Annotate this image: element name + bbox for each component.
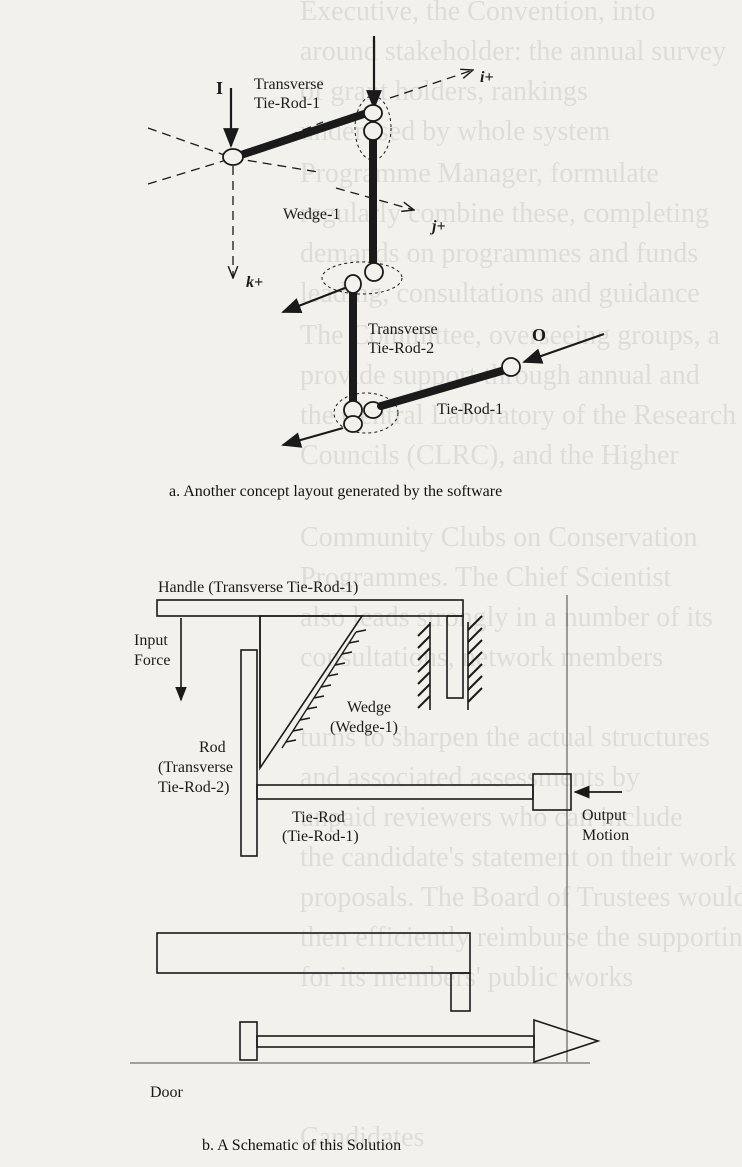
bleed-through-line: for its members' public works [300,962,634,993]
dashed-axis [147,127,234,159]
label-handle: Handle (Transverse Tie-Rod-1) [158,579,358,596]
joint [344,274,362,294]
label-transverse-tie-rod-1-line1: Transverse [254,76,324,93]
label-axis-j: j+ [429,218,446,235]
joint [364,262,384,282]
label-tie-rod-1: Tie-Rod-1 [437,401,503,418]
joint [363,104,383,122]
figure-a: I O Transverse Tie-Rod-1 Wedge-1 Transve… [147,36,605,448]
joint-highlight [354,95,392,161]
figure-b-door-schematic: Door [130,932,601,1101]
label-output-motion-line1: Output [582,807,627,824]
j-axis-arrow [335,187,414,210]
joint-highlight [321,261,403,295]
bleed-through-line: Councils (CLRC), and the Higher [300,440,679,471]
bleed-through-line: Candidates [300,1122,425,1153]
vertical-rod [240,649,258,857]
bleed-through-line: the candidate's statement on their work [300,842,737,873]
label-rod-line2: (Transverse [158,759,233,776]
bleed-through-line: then efficiently reimburse the supportin… [300,922,742,953]
output-force-arrow [522,332,605,364]
bleed-through-line: Executive, the Convention, into [300,0,656,27]
door-rod [239,1021,258,1061]
label-output-motion-line2: Motion [582,827,629,844]
figure-a-caption: a. Another concept layout generated by t… [169,483,503,500]
label-transverse-tie-rod-1-line2: Tie-Rod-1 [254,95,320,112]
bleed-through-line: The Committee, overseeing groups, a [300,320,720,351]
bleed-through-line: Programme Manager, formulate [300,158,659,189]
label-wedge-line1: Wedge [347,699,391,716]
tie-rod-1-bar [377,366,509,410]
label-wedge-line2: (Wedge-1) [330,719,398,736]
wedge-slope [281,631,357,749]
label-input-force-line2: Force [134,652,170,669]
figure-b-schematic: Handle (Transverse Tie-Rod-1) Input Forc… [134,579,629,1062]
label-input: I [216,78,223,98]
force-arrow-left [281,426,344,448]
label-transverse-tie-rod-2-line2: Tie-Rod-2 [368,340,434,357]
bleed-through-line: proposals. The Board of Trustees would [300,882,742,913]
dashed-axis [147,157,234,185]
bleed-through-line: Programmes. The Chief Scientist [300,562,672,593]
bleed-through-line: leading, consultations and guidance [300,278,700,309]
bleed-through-line: turns to sharpen the actual structures [300,722,710,753]
bleed-through-line: unpaid reviewers who can include [300,802,683,833]
bleed-through-line: demands on programmes and funds [300,238,699,269]
door-wedge-head [533,1018,601,1064]
door-top-bar [156,932,471,974]
output-block [532,773,572,811]
label-tie-rod-line2: (Tie-Rod-1) [282,828,359,845]
joint [363,121,383,141]
door-post [450,972,471,1012]
bleed-through-line: regularly combine these, completing [300,198,709,229]
handle-post [446,615,464,699]
joint [343,415,363,433]
bleed-through-line: around stakeholder: the annual survey [300,36,727,67]
label-output: O [532,325,546,345]
figure-b-caption: b. A Schematic of this Solution [202,1137,402,1154]
i-axis-arrow [389,70,473,99]
tie-rod-bar [256,784,534,800]
bleed-through-line: of grant holders, rankings [300,76,588,107]
guide-hatching [417,615,483,709]
label-input-force-line1: Input [134,632,168,649]
joint [222,148,244,166]
transverse-tie-rod-1-bar [234,109,371,160]
wedge-hatching [285,629,367,743]
label-rod-line1: Rod [199,739,226,756]
force-arrow-left [281,286,346,314]
bleed-through-line: also leads strongly in a number of its [300,602,713,633]
label-door: Door [150,1084,184,1101]
handle-bar [156,599,464,617]
joint [501,357,521,377]
joint-highlight [333,392,399,434]
label-transverse-tie-rod-2-line1: Transverse [368,321,438,338]
door-tie-rod [256,1035,535,1048]
wedge-triangle [259,615,364,771]
label-rod-line3: Tie-Rod-2) [158,779,229,796]
bleed-through-line: Community Clubs on Conservation [300,522,698,553]
label-tie-rod-line1: Tie-Rod [292,809,345,826]
label-wedge-1: Wedge-1 [283,206,340,223]
label-axis-i: i+ [480,69,494,86]
bleed-through-line: consultations, network members [300,642,664,673]
dashed-axis [232,157,319,173]
label-axis-k: k+ [246,274,263,291]
